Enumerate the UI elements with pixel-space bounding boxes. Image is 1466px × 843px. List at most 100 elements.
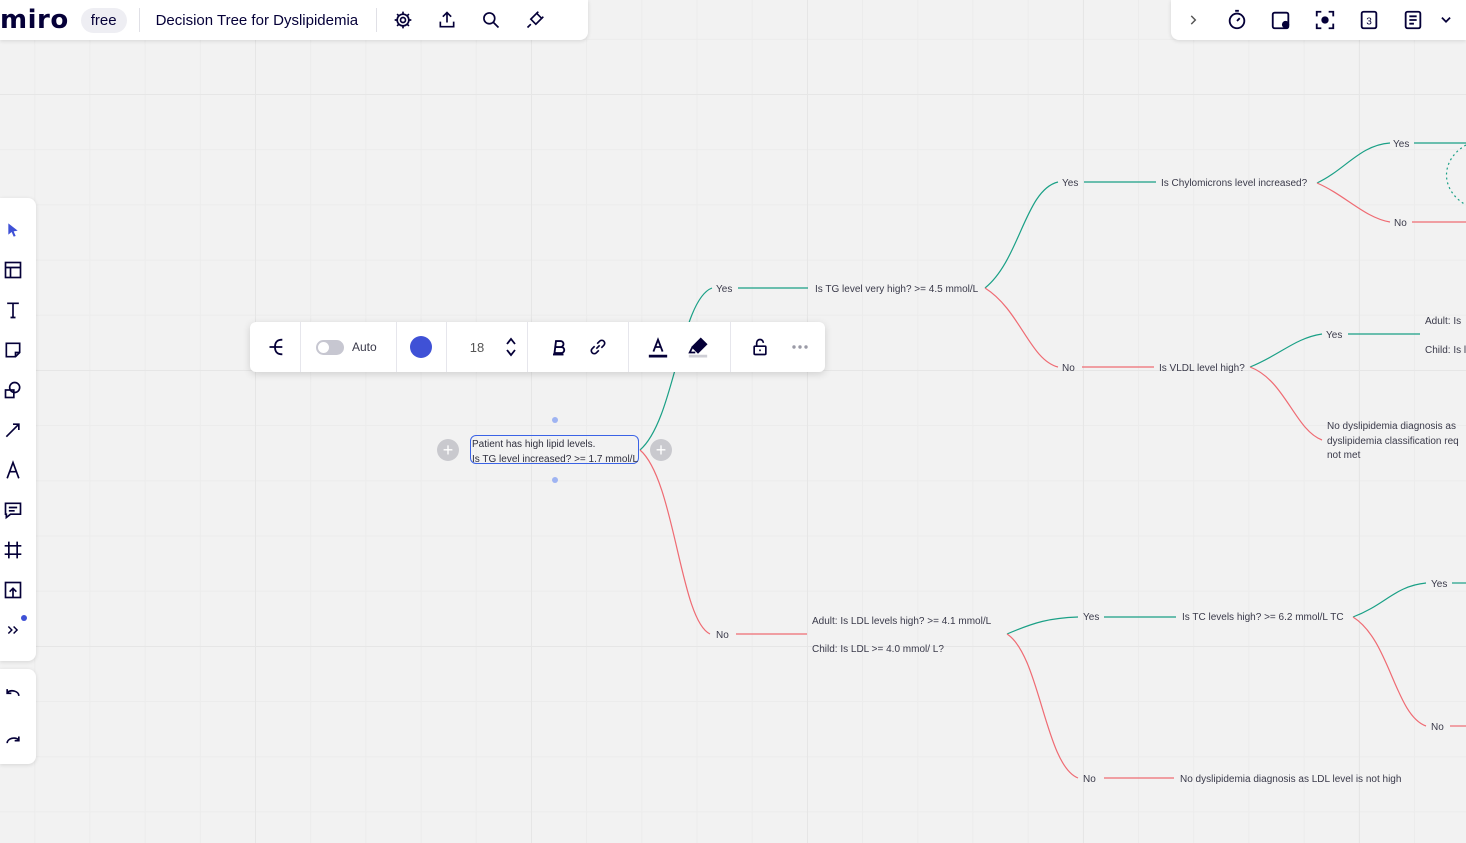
cursor-icon xyxy=(8,223,18,237)
connector-vldl-yes xyxy=(1249,333,1323,368)
timer-button[interactable] xyxy=(1215,0,1259,40)
pen-icon xyxy=(6,460,20,479)
node-no-dx-line1[interactable]: No dyslipidemia diagnosis as xyxy=(1327,421,1456,432)
font-size-stepper[interactable] xyxy=(504,333,518,361)
plugins-button[interactable] xyxy=(513,0,557,40)
node-tc[interactable]: Is TC levels high? >= 6.2 mmol/L TC xyxy=(1182,612,1344,623)
search-button[interactable] xyxy=(469,0,513,40)
frame-tool[interactable] xyxy=(0,536,26,564)
gear-icon xyxy=(394,11,412,29)
connector-chylo-yes xyxy=(1316,142,1391,184)
connector-tg-no xyxy=(984,287,1059,368)
auto-toggle[interactable]: Auto xyxy=(316,333,386,361)
export-button[interactable] xyxy=(425,0,469,40)
shapes-tool[interactable] xyxy=(0,376,26,404)
label-no-6[interactable]: No xyxy=(1431,722,1444,733)
resize-handle-bottom[interactable] xyxy=(552,477,558,483)
link-button[interactable] xyxy=(586,333,610,361)
left-toolbar xyxy=(0,198,36,661)
node-ldl-child[interactable]: Child: Is LDL >= 4.0 mmol/ L? xyxy=(812,644,944,655)
collapse-toolbar-button[interactable] xyxy=(1171,0,1215,40)
history-toolbar xyxy=(0,669,36,764)
comment-icon xyxy=(4,502,22,520)
node-adult-partial[interactable]: Adult: Is xyxy=(1425,316,1461,327)
node-no-dx-line3[interactable]: not met xyxy=(1327,450,1361,461)
bold-icon xyxy=(553,340,566,356)
undo-button[interactable] xyxy=(0,681,26,709)
connector-root-no xyxy=(639,449,711,635)
node-no-ldl-dx[interactable]: No dyslipidemia diagnosis as LDL level i… xyxy=(1180,774,1401,785)
more-options-button[interactable] xyxy=(788,333,812,361)
plan-badge[interactable]: free xyxy=(80,7,127,33)
settings-button[interactable] xyxy=(381,0,425,40)
bold-button[interactable] xyxy=(547,333,571,361)
label-no-2[interactable]: No xyxy=(1062,363,1075,374)
node-vldl[interactable]: Is VLDL level high? xyxy=(1159,363,1245,374)
text-color-button[interactable] xyxy=(646,333,670,361)
add-node-left-button[interactable]: + xyxy=(437,439,459,461)
label-yes-3[interactable]: Yes xyxy=(1393,139,1409,150)
redo-button[interactable] xyxy=(0,725,26,753)
node-child-partial[interactable]: Child: Is l xyxy=(1425,345,1466,356)
export-icon xyxy=(439,11,455,28)
label-no-1[interactable]: No xyxy=(716,630,729,641)
upload-tool[interactable] xyxy=(0,576,26,604)
node-no-dx-line2[interactable]: dyslipidemia classification req xyxy=(1327,436,1459,447)
pen-tool[interactable] xyxy=(0,456,26,484)
connector-tool[interactable] xyxy=(0,416,26,444)
reactions-icon xyxy=(1271,11,1290,30)
auto-toggle-switch[interactable] xyxy=(316,339,344,355)
node-chylomicrons[interactable]: Is Chylomicrons level increased? xyxy=(1161,178,1308,189)
select-tool[interactable] xyxy=(0,216,26,244)
undo-icon xyxy=(6,689,20,696)
stepper-up-icon[interactable] xyxy=(506,337,516,345)
comment-tool[interactable] xyxy=(0,496,26,524)
mindmap-layout-button[interactable] xyxy=(262,333,288,361)
label-yes-2[interactable]: Yes xyxy=(1062,178,1078,189)
label-yes-1[interactable]: Yes xyxy=(716,284,732,295)
ctx-divider-6 xyxy=(730,322,731,372)
miro-logo[interactable]: miro xyxy=(0,5,69,35)
reactions-button[interactable] xyxy=(1259,0,1303,40)
chevron-right-icon xyxy=(1190,15,1197,25)
board-header: miro free Decision Tree for Dyslipidemia xyxy=(0,0,588,40)
label-yes-5[interactable]: Yes xyxy=(1083,612,1099,623)
lock-button[interactable] xyxy=(748,333,772,361)
voting-icon: 3 xyxy=(1360,10,1378,30)
templates-tool[interactable] xyxy=(0,256,26,284)
upload-icon xyxy=(4,581,22,599)
highlight-button[interactable] xyxy=(686,333,710,361)
header-divider xyxy=(138,8,140,32)
color-picker-button[interactable] xyxy=(409,333,433,361)
highlighter-icon xyxy=(688,337,708,358)
label-no-5[interactable]: No xyxy=(1083,774,1096,785)
focus-button[interactable] xyxy=(1303,0,1347,40)
connector-ldl-no xyxy=(1006,633,1079,779)
resize-handle-top[interactable] xyxy=(552,417,558,423)
node-tg-very-high[interactable]: Is TG level very high? >= 4.5 mmol/L xyxy=(815,284,979,295)
more-tools-button[interactable] xyxy=(0,616,26,644)
label-yes-4[interactable]: Yes xyxy=(1326,330,1342,341)
plugin-icon xyxy=(527,11,545,29)
label-no-3[interactable]: No xyxy=(1394,218,1407,229)
add-node-right-button[interactable]: + xyxy=(650,439,672,461)
more-options-button[interactable] xyxy=(1435,0,1457,40)
font-size-input[interactable]: 18 xyxy=(462,333,492,361)
notes-button[interactable] xyxy=(1391,0,1435,40)
text-tool[interactable] xyxy=(0,296,26,324)
ctx-divider-4 xyxy=(527,322,528,372)
more-tools-icon xyxy=(7,625,19,635)
root-node-text[interactable]: Patient has high lipid levels. Is TG lev… xyxy=(472,437,638,467)
stepper-down-icon[interactable] xyxy=(506,349,516,357)
top-right-toolbar: 3 xyxy=(1171,0,1466,40)
node-ldl-adult[interactable]: Adult: Is LDL levels high? >= 4.1 mmol/L xyxy=(812,616,992,627)
sticky-note-tool[interactable] xyxy=(0,336,26,364)
board-title[interactable]: Decision Tree for Dyslipidemia xyxy=(155,11,359,29)
label-yes-6[interactable]: Yes xyxy=(1431,579,1447,590)
ctx-divider-2 xyxy=(396,322,397,372)
header-divider-2 xyxy=(376,8,378,32)
voting-button[interactable]: 3 xyxy=(1347,0,1391,40)
root-node-selection[interactable] xyxy=(470,435,639,464)
